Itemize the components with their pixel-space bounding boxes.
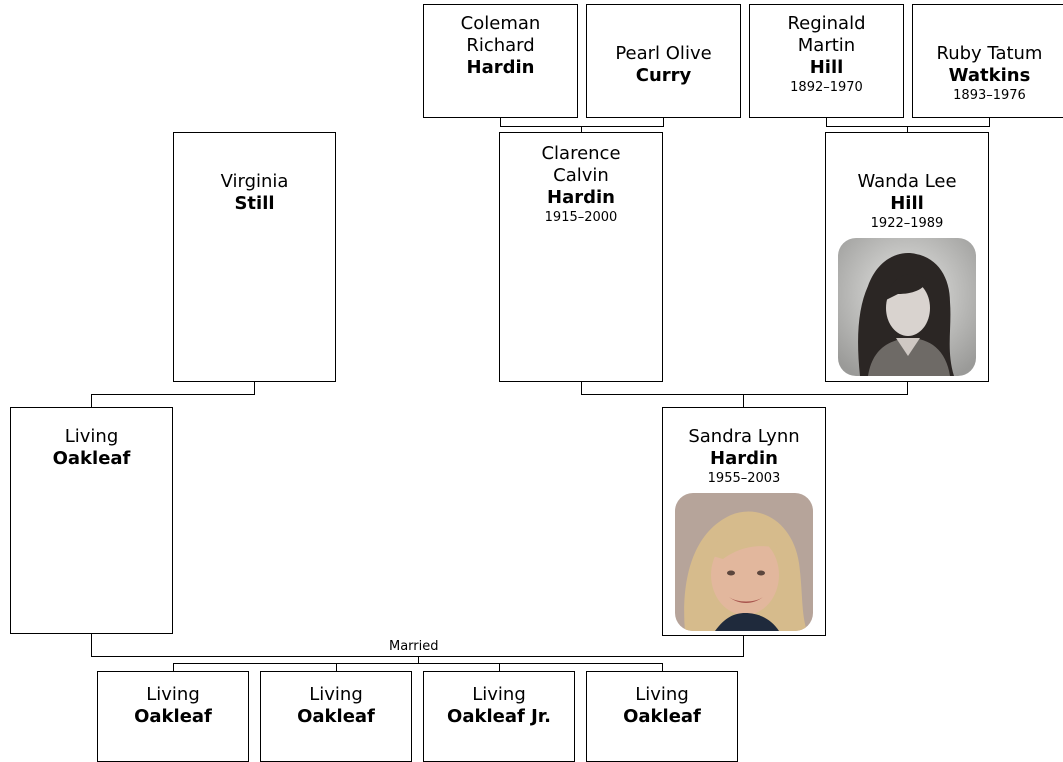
life-dates: 1955–2003 <box>707 471 781 486</box>
given-name: Sandra Lynn <box>688 426 800 447</box>
connector-hardin-parents <box>500 118 664 132</box>
person-card-ruby-watkins[interactable]: Ruby Tatum Watkins 1893–1976 <box>912 4 1063 118</box>
portrait-photo <box>838 238 976 376</box>
person-card-sandra-hardin[interactable]: Sandra Lynn Hardin 1955–2003 <box>662 407 826 636</box>
person-card-living-oakleaf-father[interactable]: Living Oakleaf <box>10 407 173 634</box>
surname: Hill <box>809 57 844 78</box>
surname: Curry <box>635 65 692 86</box>
portrait-photo <box>675 493 813 631</box>
person-card-virginia-still[interactable]: Virginia Still <box>173 132 336 382</box>
person-card-child-2[interactable]: Living Oakleaf <box>260 671 412 762</box>
given-name: Wanda Lee <box>857 171 957 192</box>
connector-married <box>91 634 744 657</box>
surname: Oakleaf <box>52 448 131 469</box>
surname: Hardin <box>710 448 778 469</box>
surname: Still <box>234 193 275 214</box>
surname: Hardin <box>466 57 535 78</box>
married-label: Married <box>387 639 441 655</box>
surname: Hill <box>890 193 924 214</box>
surname: Oakleaf Jr. <box>447 706 551 727</box>
given-name: Living <box>64 426 119 447</box>
given-name: Ruby Tatum <box>936 43 1043 64</box>
person-card-pearl-curry[interactable]: Pearl Olive Curry <box>586 4 741 118</box>
person-card-reginald-hill[interactable]: Reginald Martin Hill 1892–1970 <box>749 4 904 118</box>
connector-hill-parents <box>826 118 990 132</box>
given-name: Living <box>146 684 200 705</box>
life-dates: 1915–2000 <box>544 210 618 225</box>
person-card-child-3[interactable]: Living Oakleaf Jr. <box>423 671 575 762</box>
person-card-clarence-hardin[interactable]: Clarence Calvin Hardin 1915–2000 <box>499 132 663 382</box>
surname: Oakleaf <box>623 706 701 727</box>
life-dates: 1892–1970 <box>790 80 863 95</box>
given-name: Reginald Martin <box>787 13 866 56</box>
surname: Watkins <box>948 65 1031 86</box>
given-name: Living <box>635 684 689 705</box>
connector-still-parent <box>91 382 255 407</box>
connector-sandra-parents <box>581 382 908 407</box>
connector-children <box>173 656 663 671</box>
life-dates: 1922–1989 <box>870 216 944 231</box>
given-name: Living <box>472 684 526 705</box>
given-name: Coleman Richard <box>460 13 541 56</box>
given-name: Living <box>309 684 363 705</box>
person-card-coleman-hardin[interactable]: Coleman Richard Hardin <box>423 4 578 118</box>
life-dates: 1893–1976 <box>953 88 1026 103</box>
person-card-wanda-hill[interactable]: Wanda Lee Hill 1922–1989 <box>825 132 989 382</box>
person-card-child-1[interactable]: Living Oakleaf <box>97 671 249 762</box>
given-name: Virginia <box>220 171 289 192</box>
surname: Oakleaf <box>134 706 212 727</box>
person-card-child-4[interactable]: Living Oakleaf <box>586 671 738 762</box>
surname: Oakleaf <box>297 706 375 727</box>
given-name: Pearl Olive <box>615 43 712 64</box>
given-name: Clarence Calvin <box>541 143 621 186</box>
surname: Hardin <box>547 187 615 208</box>
